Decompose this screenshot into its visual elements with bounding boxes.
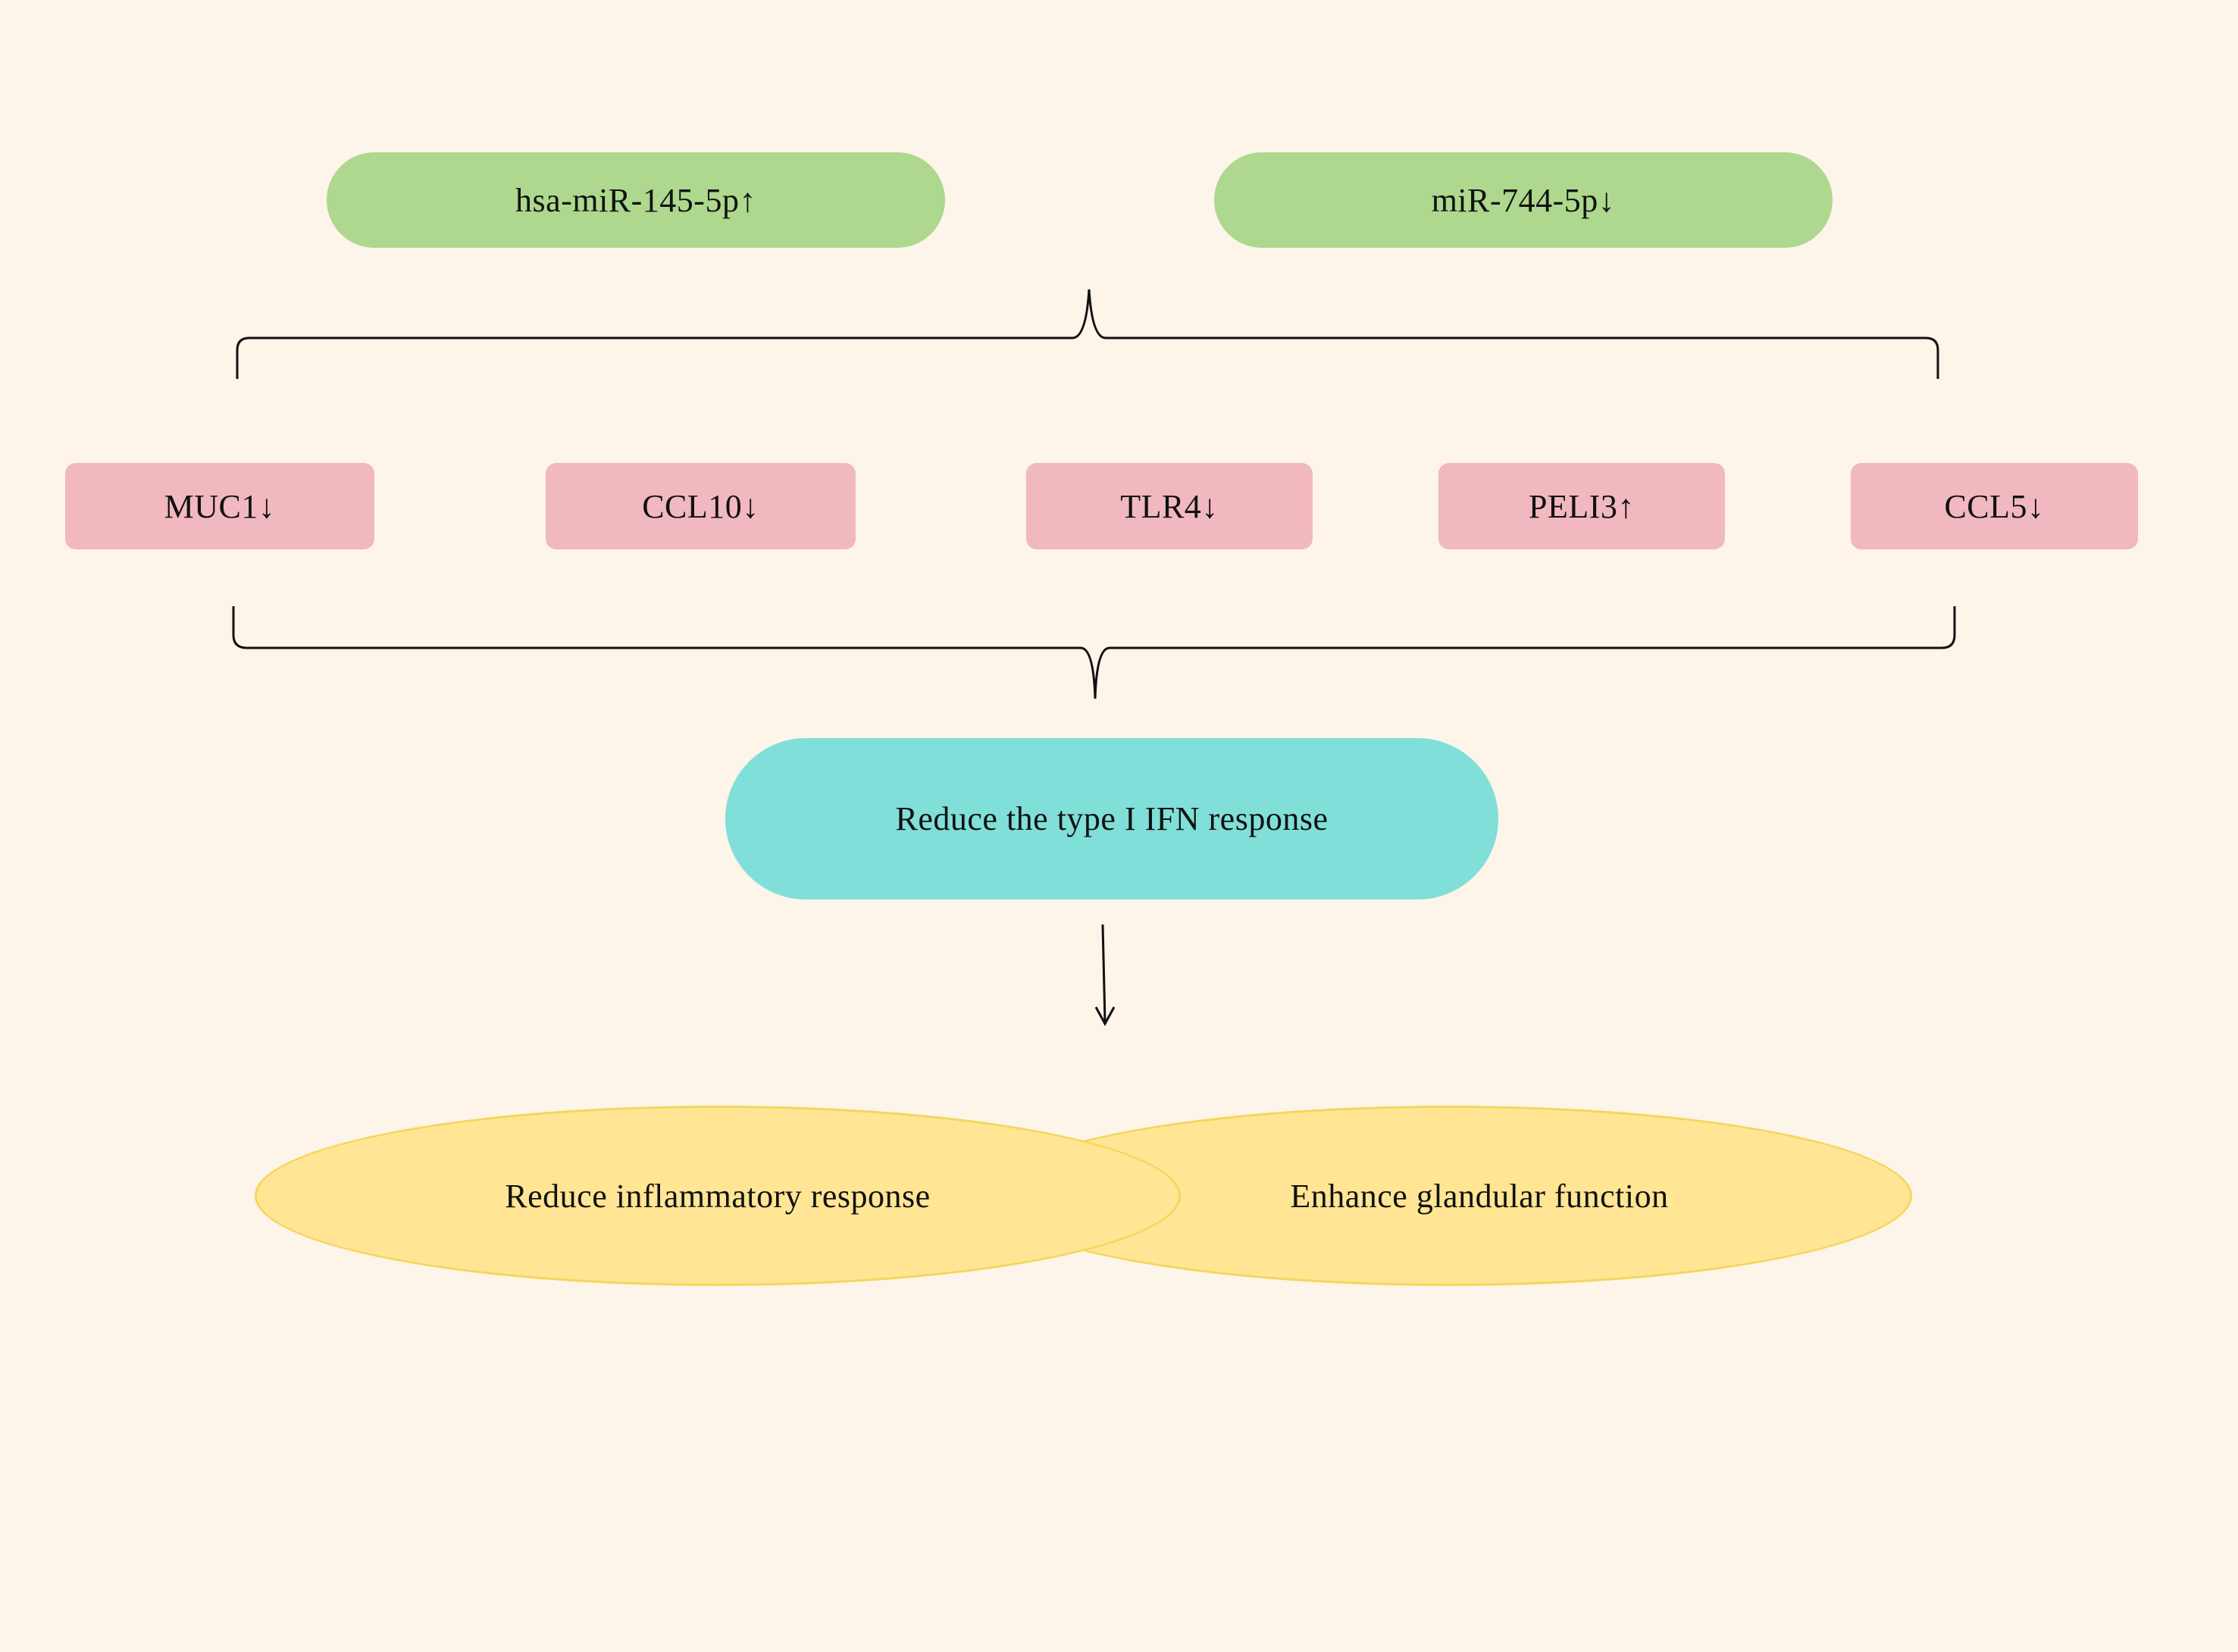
gene-node-muc1: MUC1↓ xyxy=(65,463,374,549)
gene-node-ccl10: CCL10↓ xyxy=(546,463,856,549)
mirna-node-hsa-mir-145-5p: hsa-miR-145-5p↑ xyxy=(327,152,945,248)
pathway-node-type-i-ifn: Reduce the type I IFN response xyxy=(725,738,1498,900)
gene-node-tlr4: TLR4↓ xyxy=(1026,463,1313,549)
outcome-label-enhance-glandular-function: Enhance glandular function xyxy=(1290,1177,1669,1215)
ifn-to-outcomes-arrow-line xyxy=(1101,924,1106,1023)
top-brace xyxy=(236,289,1939,379)
outcome-label-reduce-inflammatory-response: Reduce inflammatory response xyxy=(505,1177,931,1215)
mirna-node-mir-744-5p: miR-744-5p↓ xyxy=(1214,152,1833,248)
bottom-brace xyxy=(232,606,1956,699)
ifn-to-outcomes-arrowhead xyxy=(1094,1006,1116,1027)
gene-node-ccl5: CCL5↓ xyxy=(1851,463,2138,549)
gene-node-peli3: PELI3↑ xyxy=(1438,463,1725,549)
outcome-node-reduce-inflammatory-response: Reduce inflammatory response xyxy=(255,1106,1181,1286)
